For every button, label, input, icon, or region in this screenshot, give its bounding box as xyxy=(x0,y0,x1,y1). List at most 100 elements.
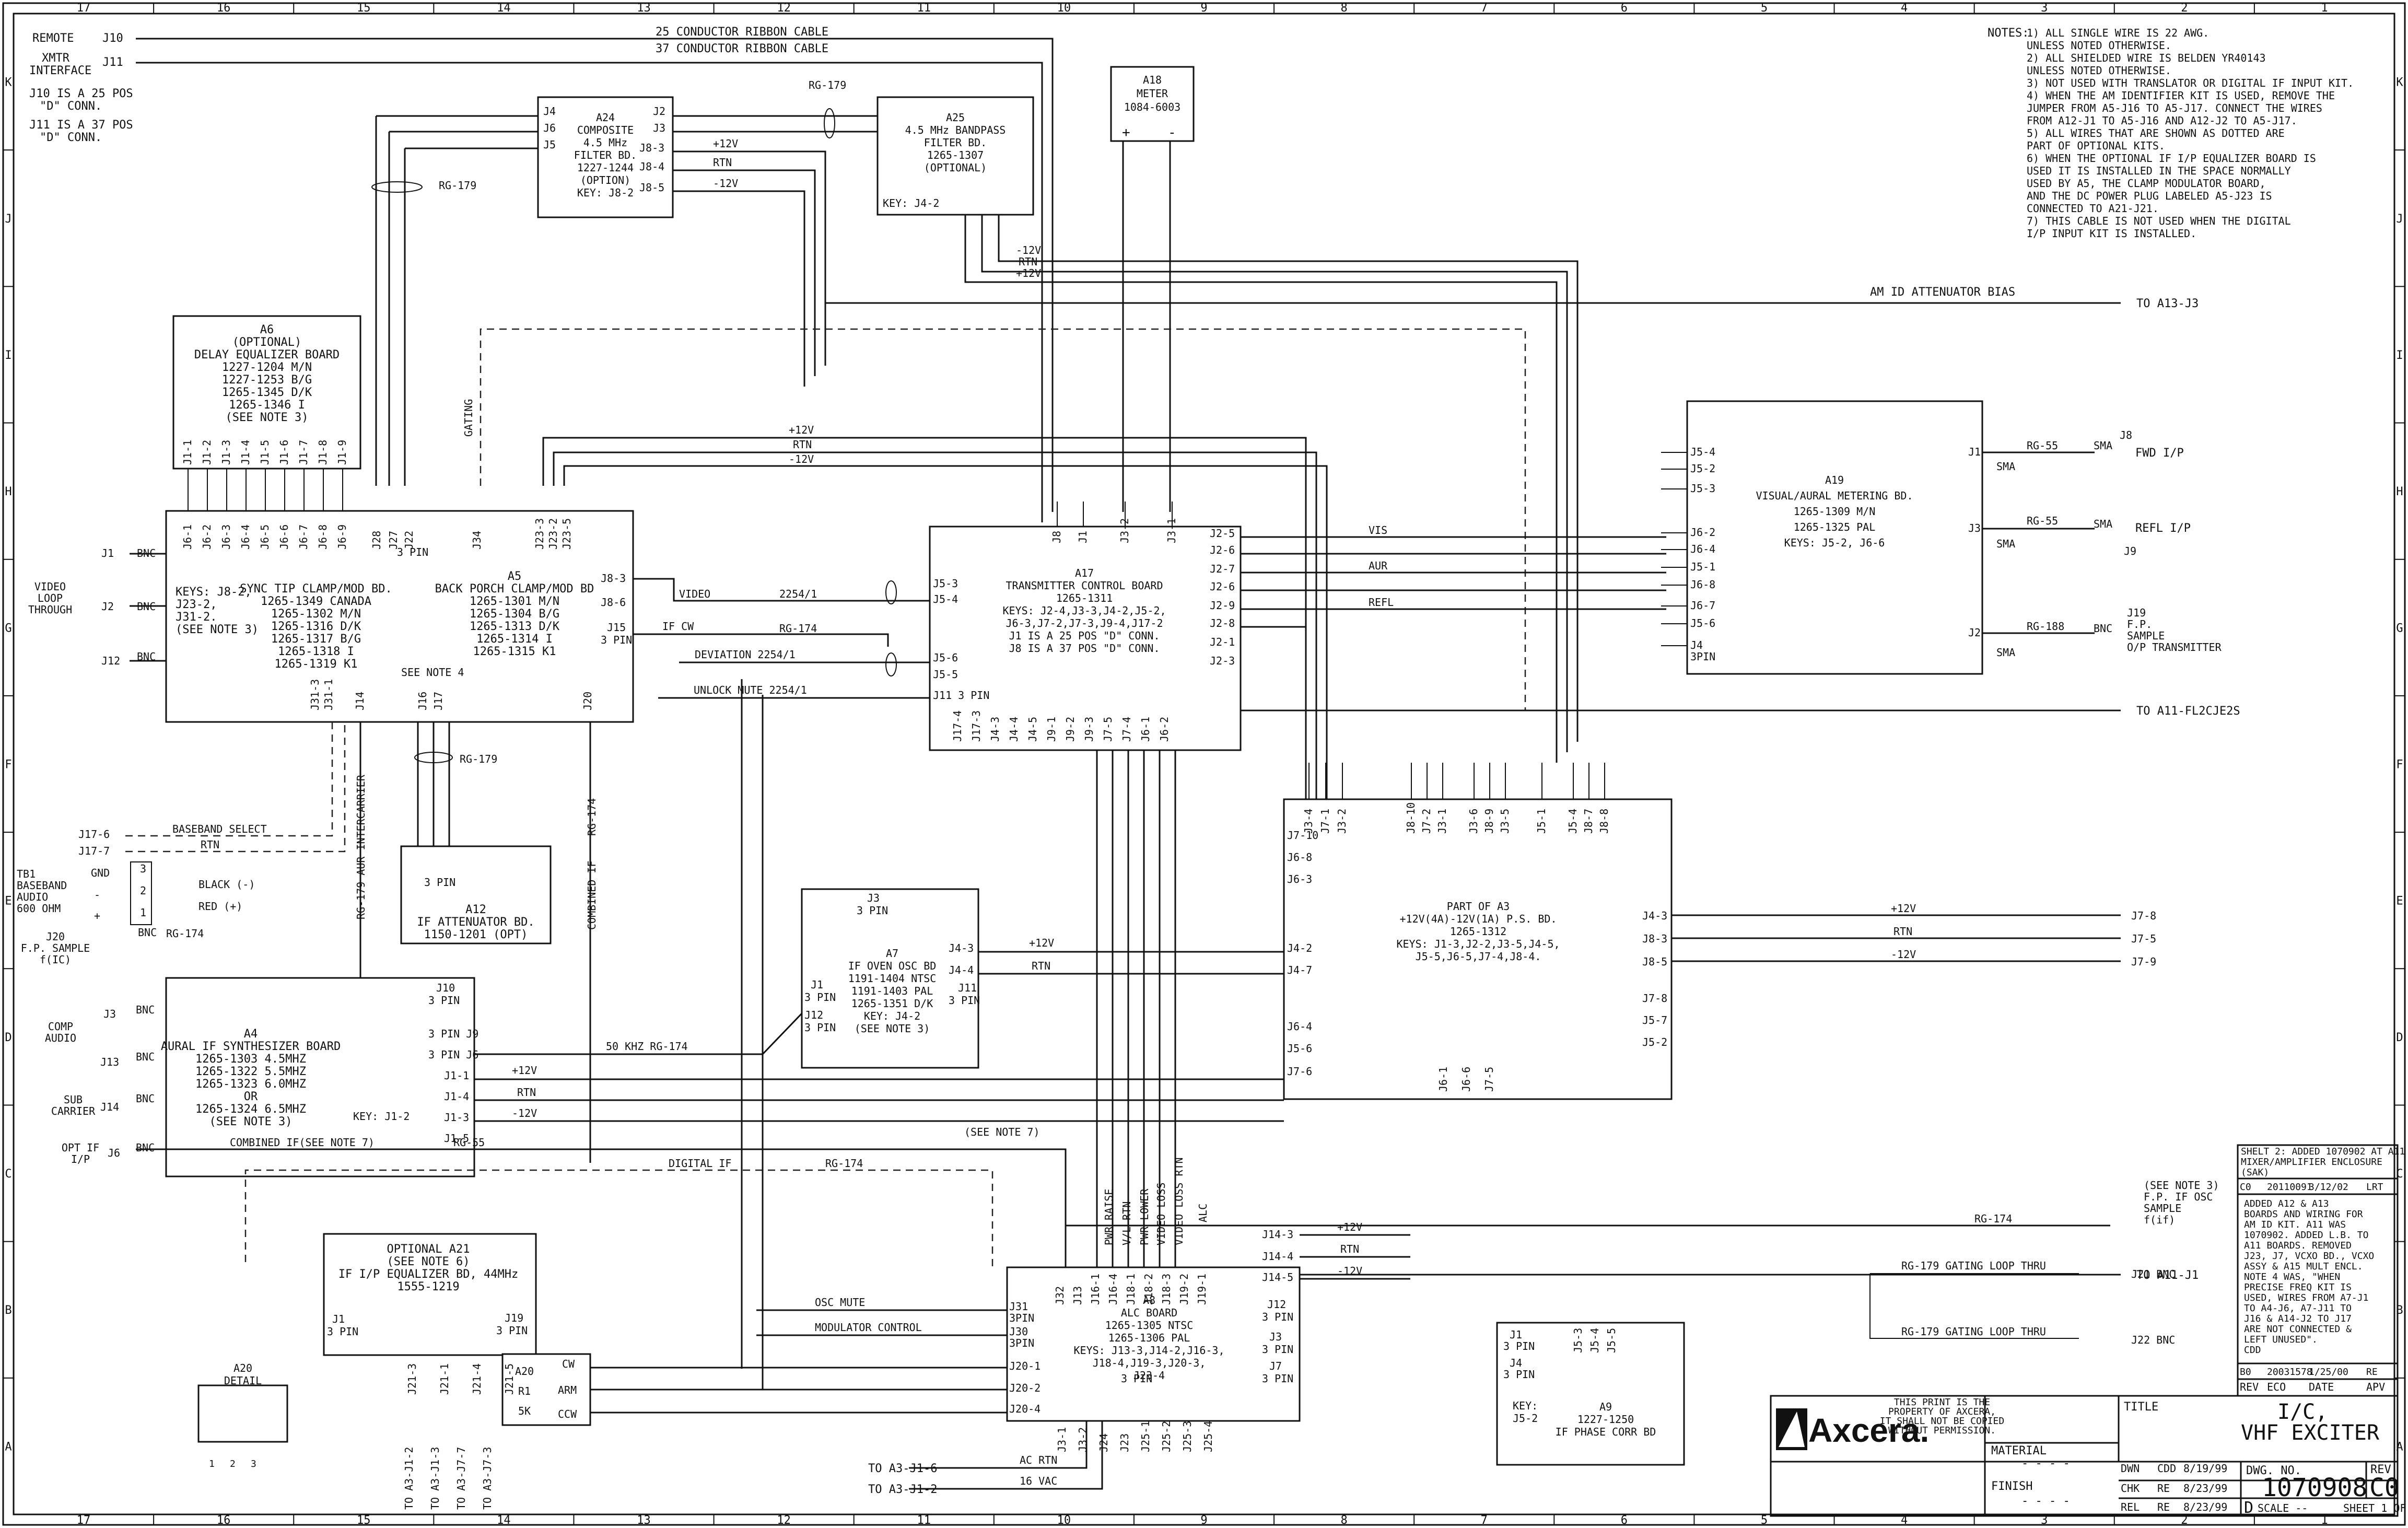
svg-text:J12: J12 xyxy=(804,1009,823,1021)
svg-text:-12V: -12V xyxy=(512,1107,537,1119)
a3-pin-label: J8-5 xyxy=(1642,955,1667,968)
svg-text:J1: J1 xyxy=(101,547,114,559)
rev-cell: 20110091 xyxy=(2267,1182,2312,1193)
a17-pin-label: J4-3 xyxy=(989,717,1001,742)
approval-cell: RE xyxy=(2157,1482,2170,1495)
a6-delay-equalizer: A6(OPTIONAL)DELAY EQUALIZER BOARD1227-12… xyxy=(172,315,361,470)
svg-text:J3: J3 xyxy=(1269,1331,1282,1343)
a3-pin-label: J5-6 xyxy=(1287,1042,1312,1055)
svg-text:3 PIN: 3 PIN xyxy=(857,904,888,917)
comp-audio-label: AUDIO xyxy=(45,1032,76,1044)
svg-text:J1: J1 xyxy=(332,1313,345,1325)
note-line: 1) ALL SINGLE WIRE IS 22 AWG. xyxy=(2027,27,2209,39)
note-line: PART OF OPTIONAL KITS. xyxy=(2027,139,2165,152)
rev-cell: RE xyxy=(2366,1367,2378,1378)
a6-text: 1265-1346 I xyxy=(229,399,305,412)
fp-sample-output: O/P TRANSMITTER xyxy=(2127,641,2222,654)
svg-text:SMA: SMA xyxy=(2094,518,2112,530)
svg-text:J2: J2 xyxy=(101,600,114,613)
a17-pin-label: J2-5 xyxy=(1210,527,1235,540)
rev-cell: LRT xyxy=(2366,1182,2383,1193)
svg-text:ARM: ARM xyxy=(558,1384,577,1396)
a8-pin-label: J25-2 xyxy=(1160,1421,1173,1452)
svg-text:PWR LOWER: PWR LOWER xyxy=(1138,1188,1151,1245)
a4-text: AURAL IF SYNTHESIZER BOARD xyxy=(161,1040,341,1053)
rev-description: ADDED A12 & A13 xyxy=(2244,1198,2329,1209)
grid-row-label: D xyxy=(5,1031,11,1044)
j11-note2: "D" CONN. xyxy=(40,131,102,144)
svg-text:-12V: -12V xyxy=(1016,244,1041,256)
svg-text:RG-179 GATING LOOP THRU: RG-179 GATING LOOP THRU xyxy=(1901,1259,2046,1272)
svg-text:TO A13-J3: TO A13-J3 xyxy=(2136,297,2199,310)
a3-pin-label: J5-7 xyxy=(1642,1014,1667,1027)
a5-text: 1265-1304 B/G xyxy=(470,608,559,621)
grid-column-label: 7 xyxy=(1481,2,1488,15)
a17-text: TRANSMITTER CONTROL BOARD xyxy=(1006,579,1163,592)
svg-text:J6: J6 xyxy=(543,122,556,134)
svg-text:COMBINED IF(SEE NOTE 7): COMBINED IF(SEE NOTE 7) xyxy=(230,1136,375,1149)
note-line: UNLESS NOTED OTHERWISE. xyxy=(2027,64,2171,77)
a21-text: (SEE NOTE 6) xyxy=(387,1255,470,1268)
grid-column-label: 15 xyxy=(357,2,371,15)
a21-text: 1555-1219 xyxy=(397,1280,459,1293)
a17-pin-label: J6-2 xyxy=(1158,717,1171,742)
a25-text: 1265-1307 xyxy=(927,149,984,161)
svg-text:J4-4: J4-4 xyxy=(949,964,974,976)
a5-pin-label: J6-2 xyxy=(201,524,213,550)
a5-pin-label: J6-7 xyxy=(297,524,310,550)
svg-text:I/C,: I/C, xyxy=(2277,1400,2328,1424)
a20-detail-text: DETAIL xyxy=(224,1374,262,1387)
svg-text:J1-3: J1-3 xyxy=(444,1111,469,1124)
a21-if-input-equalizer: OPTIONAL A21(SEE NOTE 6)IF I/P EQUALIZER… xyxy=(323,1233,537,1356)
a3-pin-label: J8-7 xyxy=(1582,809,1595,834)
svg-text:DEVIATION 2254/1: DEVIATION 2254/1 xyxy=(695,648,796,661)
svg-text:+12V: +12V xyxy=(512,1064,537,1077)
a3-pin-label: J3-2 xyxy=(1336,809,1348,834)
a8-text: A8 xyxy=(1143,1294,1155,1307)
grid-column-label: 5 xyxy=(1761,2,1768,15)
note-line: USED BY A5, THE CLAMP MODULATOR BOARD, xyxy=(2027,177,2266,190)
a5-pin-label: J17 xyxy=(432,692,445,710)
a5-pin-label: J22 xyxy=(403,531,415,550)
a17-text: A17 xyxy=(1075,567,1094,579)
rev-cell: 20031578 xyxy=(2267,1367,2312,1378)
a5-pin-label: J15 xyxy=(607,621,626,634)
svg-text:AUR: AUR xyxy=(1369,559,1388,572)
a3-pin-label: J7-6 xyxy=(1287,1065,1312,1078)
a17-pin-label: J3-1 xyxy=(1165,518,1178,543)
a5-text: BACK PORCH CLAMP/MOD BD xyxy=(435,582,594,596)
svg-text:V/L RTN: V/L RTN xyxy=(1120,1202,1133,1245)
a5-pin-label: J31-1 xyxy=(322,679,335,710)
a20-text: A20 xyxy=(515,1365,534,1378)
a3-pin-label: J7-2 xyxy=(1420,809,1433,834)
a19-text: 1265-1325 PAL xyxy=(1794,521,1876,533)
grid-row-label: C xyxy=(5,1168,11,1181)
svg-text:SMA: SMA xyxy=(1996,646,2015,659)
a8-pin-label: J23 xyxy=(1118,1433,1131,1452)
a18-text: METER xyxy=(1137,87,1168,100)
a6-pin-label: J1-3 xyxy=(220,440,232,465)
svg-text:J20-1: J20-1 xyxy=(1009,1360,1041,1372)
a6-pin-label: J1-1 xyxy=(181,440,194,465)
svg-text:J7: J7 xyxy=(1269,1360,1282,1372)
a17-pin-label: J9-2 xyxy=(1064,717,1077,742)
a9-text: A9 xyxy=(1599,1401,1612,1413)
svg-text:RED (+): RED (+) xyxy=(198,900,242,913)
a5-text: 1265-1319 K1 xyxy=(275,658,358,671)
note-line: USED IT IS INSTALLED IN THE SPACE NORMAL… xyxy=(2027,165,2291,177)
a12-text: IF ATTENUATOR BD. xyxy=(417,916,534,929)
grid-row-label: F xyxy=(5,759,11,772)
grid-column-label: 10 xyxy=(1057,1514,1071,1527)
grid-column-label: 4 xyxy=(1901,2,1908,15)
svg-text:J17-7: J17-7 xyxy=(78,845,110,857)
fp-sample-output: J19 xyxy=(2127,606,2146,619)
a19-pin-label: J5-3 xyxy=(1690,482,1715,495)
a3-pin-label: J3-1 xyxy=(1436,809,1448,834)
note-line: UNLESS NOTED OTHERWISE. xyxy=(2027,39,2171,52)
ribbon-cable-37: 37 CONDUCTOR RIBBON CABLE xyxy=(656,42,828,55)
a6-pin-label: J1-2 xyxy=(201,440,213,465)
a5-pin-label: J6-8 xyxy=(317,524,329,550)
a21-pin-label: J21-4 xyxy=(471,1363,483,1395)
